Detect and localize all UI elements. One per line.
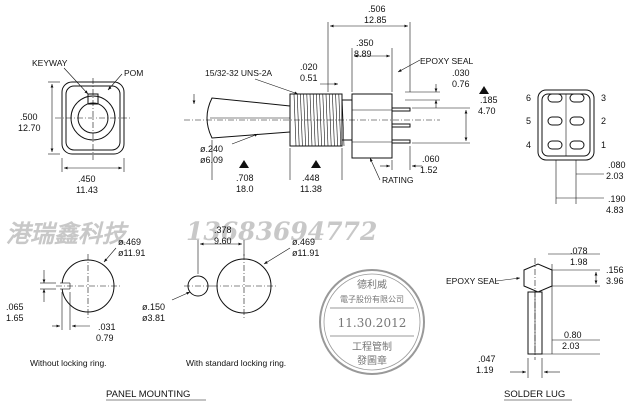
stamp-top: 德利威 xyxy=(357,278,387,291)
panel-with-ring: .378 9.60 ø.469 ø11.91 ø.150 ø3.81 With … xyxy=(142,225,319,368)
pitch-mm: 2.03 xyxy=(606,171,624,181)
pin-pad xyxy=(569,93,585,103)
pin-pad xyxy=(547,116,563,126)
pin-gap-mm: 1.52 xyxy=(420,165,438,175)
pin-label-4: 4 xyxy=(526,140,531,150)
stamp-seal: 發圖章 xyxy=(357,354,387,367)
pin-pad xyxy=(547,140,563,150)
pitch-in: .080 xyxy=(608,160,626,170)
flat-in: .065 xyxy=(6,302,24,312)
front-width-in: .450 xyxy=(78,174,96,184)
keyway-label: KEYWAY xyxy=(32,58,68,68)
epoxy-seal-label: EPOXY SEAL xyxy=(420,56,474,66)
pitch2-mm: 4.83 xyxy=(606,205,624,215)
without-ring-caption: Without locking ring. xyxy=(30,358,107,368)
panel-without-ring: ø.469 ø11.91 .065 1.65 .031 0.79 Without… xyxy=(6,237,145,368)
epoxy-seal-lug-label: EPOXY SEAL xyxy=(446,276,500,286)
body-len-in: .350 xyxy=(356,38,374,48)
pin-pad xyxy=(569,116,585,126)
pin-label-1: 1 xyxy=(601,140,606,150)
thread-gap-mm: 0.51 xyxy=(300,73,318,83)
total-len-mm: 12.85 xyxy=(364,15,387,25)
lug-width-in: .078 xyxy=(570,246,588,256)
stamp-date: 11.30.2012 xyxy=(338,316,407,330)
ring-mm: 9.60 xyxy=(214,236,232,246)
pin-pad xyxy=(547,93,563,103)
bush-len-in: .448 xyxy=(302,173,320,183)
front-height-mm: 12.70 xyxy=(18,123,41,133)
lug-b-mm: 1.19 xyxy=(476,365,494,375)
pin-label-6: 6 xyxy=(526,93,531,103)
watermark-company: 港瑞鑫科技 xyxy=(6,219,129,248)
pin-label-3: 3 xyxy=(601,93,606,103)
ring-in: .378 xyxy=(214,225,232,235)
lever-len-in: .708 xyxy=(236,173,254,183)
solder-lug-view: EPOXY SEAL .078 1.98 .156 3.96 0.80 2.03… xyxy=(446,246,624,378)
pin-label-5: 5 xyxy=(526,116,531,126)
seal-gap-in: .030 xyxy=(452,68,470,78)
pin-len-mm: 4.70 xyxy=(478,106,496,116)
hole2-in: ø.469 xyxy=(292,237,315,247)
panel-mounting-title: PANEL MOUNTING xyxy=(106,389,190,400)
front-height-in: .500 xyxy=(20,112,38,122)
hole1-mm: ø11.91 xyxy=(118,248,145,258)
key-in: .031 xyxy=(98,322,116,332)
flat-mm: 1.65 xyxy=(6,313,24,323)
hole1-in: ø.469 xyxy=(118,237,141,247)
pin-len-in: .185 xyxy=(480,95,498,105)
thread-gap-in: .020 xyxy=(300,62,318,72)
bush-dia-mm: ø6.09 xyxy=(200,155,223,165)
thread-label: 15/32-32 UNS-2A xyxy=(205,68,272,78)
pitch2-in: .190 xyxy=(608,194,626,204)
lug-height-in: .156 xyxy=(606,265,624,275)
rating-label: RATING xyxy=(382,175,413,185)
key-mm: 0.79 xyxy=(96,333,114,343)
solder-lug-title: SOLDER LUG xyxy=(504,389,565,400)
stamp-company: 電子股份有限公司 xyxy=(340,294,404,304)
lug-width-mm: 1.98 xyxy=(570,257,588,267)
pom-label: POM xyxy=(124,68,143,78)
lug-height-mm: 3.96 xyxy=(606,276,624,286)
body-len-mm: 8.89 xyxy=(354,49,372,59)
hole2-mm: ø11.91 xyxy=(292,248,319,258)
pin-label-2: 2 xyxy=(601,116,606,126)
front-view: KEYWAY POM .500 12.70 .450 11.43 xyxy=(18,58,143,195)
lug-t-in: 0.80 xyxy=(564,330,582,340)
lug-t-mm: 2.03 xyxy=(562,341,580,351)
approval-stamp: 德利威 電子股份有限公司 11.30.2012 工程管制 發圖章 xyxy=(319,269,425,375)
with-ring-caption: With standard locking ring. xyxy=(186,358,286,368)
lever-len-mm: 18.0 xyxy=(236,184,254,194)
pin-gap-in: .060 xyxy=(422,154,440,164)
side-view: 15/32-32 UNS-2A EPOXY SEAL RATING .506 1… xyxy=(184,4,498,194)
stamp-dept: 工程管制 xyxy=(352,340,392,353)
lug-b-in: .047 xyxy=(478,354,496,364)
seal-gap-mm: 0.76 xyxy=(452,79,470,89)
pin-dia-in: ø.150 xyxy=(142,302,165,312)
pin-dia-mm: ø3.81 xyxy=(142,313,165,323)
total-len-in: .506 xyxy=(368,4,386,14)
bush-dia-in: ø.240 xyxy=(200,144,223,154)
pin-pad xyxy=(569,140,585,150)
pin-view: 6 5 4 3 2 1 .080 2.03 .190 4.83 xyxy=(526,89,626,215)
bush-len-mm: 11.38 xyxy=(300,184,322,194)
front-width-mm: 11.43 xyxy=(76,185,98,195)
watermark-phone: 13683694772 xyxy=(186,217,377,246)
